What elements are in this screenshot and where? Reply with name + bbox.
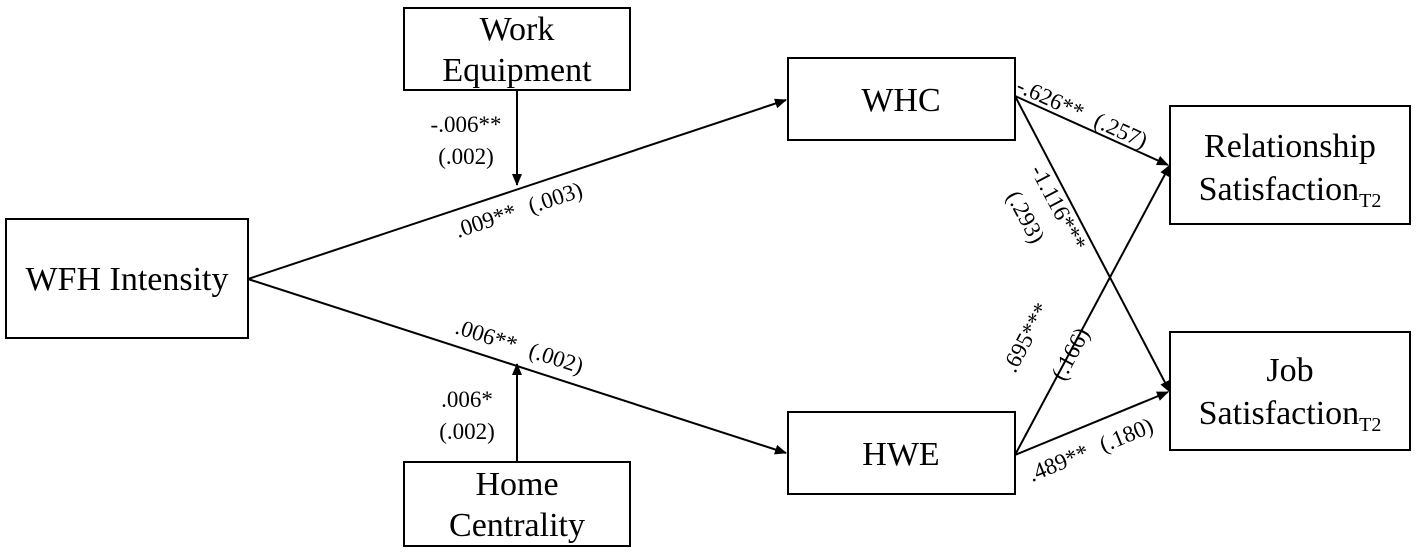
- edges: [247, 90, 1171, 462]
- coef-whc-relationship: -.626**(.257): [1013, 73, 1151, 154]
- relationship-satisfaction-line1: Relationship: [1204, 128, 1376, 165]
- relationship-satisfaction-main: Satisfaction: [1199, 171, 1360, 208]
- job-satisfaction-subscript: T2: [1359, 414, 1381, 436]
- job-satisfaction-line2: SatisfactionT2: [1199, 395, 1382, 436]
- coef-hwe-job-se: (.180): [1096, 413, 1157, 457]
- job-satisfaction-main: Satisfaction: [1199, 395, 1360, 432]
- node-whc: WHC: [787, 57, 1016, 141]
- wfh-intensity-label: WFH Intensity: [25, 261, 228, 298]
- home-centrality-line2: Centrality: [449, 507, 585, 544]
- coef-home-centrality-se: (.002): [439, 419, 495, 444]
- coef-hwe-relationship-se: (.166): [1046, 324, 1094, 385]
- node-job-satisfaction: Job SatisfactionT2: [1169, 331, 1411, 451]
- node-home-centrality: Home Centrality: [403, 461, 631, 547]
- edge-whc-to-relationship: [1014, 95, 1169, 166]
- coef-work-equipment-estimate: -.006**: [431, 112, 502, 137]
- coef-hwe-relationship-estimate: .695***: [997, 299, 1054, 377]
- work-equipment-line2: Equipment: [442, 52, 592, 89]
- node-work-equipment: Work Equipment: [403, 7, 631, 91]
- coef-wfh-hwe: .006**(.002): [452, 314, 586, 379]
- coef-wfh-whc: .009**(.003): [452, 177, 586, 243]
- coef-wfh-hwe-estimate: .006**: [452, 314, 520, 357]
- relationship-satisfaction-subscript: T2: [1359, 190, 1381, 212]
- hwe-label: HWE: [862, 436, 939, 473]
- edge-whc-to-job: [1014, 95, 1171, 393]
- edge-hwe-to-job: [1014, 391, 1169, 456]
- coef-work-equipment-se: (.002): [438, 144, 494, 169]
- job-satisfaction-line1: Job: [1266, 352, 1313, 389]
- coef-wfh-whc-estimate: .009**: [452, 199, 520, 243]
- work-equipment-line1: Work: [480, 11, 555, 48]
- home-centrality-line1: Home: [475, 466, 558, 503]
- edge-wfh-to-whc: [247, 98, 787, 280]
- node-hwe: HWE: [787, 411, 1016, 495]
- node-relationship-satisfaction: Relationship SatisfactionT2: [1169, 105, 1411, 225]
- coef-whc-relationship-estimate: -.626**: [1013, 73, 1088, 125]
- whc-label: WHC: [861, 82, 940, 119]
- relationship-satisfaction-line2: SatisfactionT2: [1199, 171, 1382, 212]
- node-wfh-intensity: WFH Intensity: [5, 218, 249, 339]
- coef-whc-relationship-se: (.257): [1090, 108, 1151, 154]
- edge-hwe-to-relationship: [1014, 164, 1171, 456]
- coef-home-centrality-estimate: .006*: [441, 387, 493, 412]
